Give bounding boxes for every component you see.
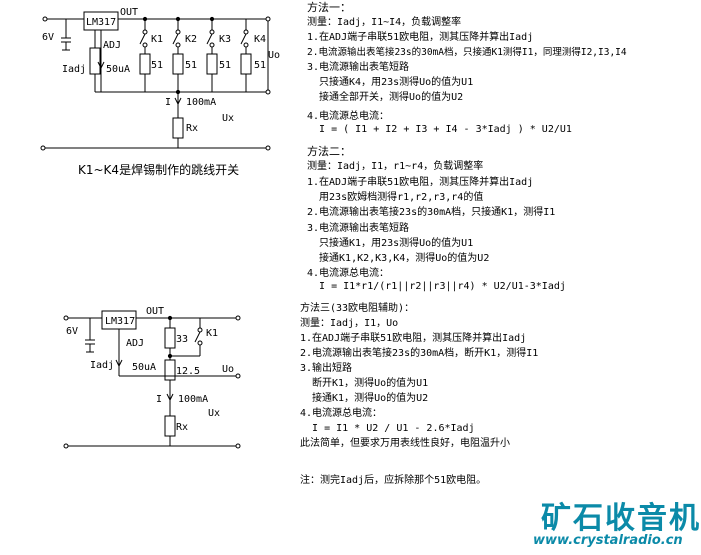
method-2-line: 4.电流源总电流： xyxy=(307,268,390,279)
method-1-formula: I = ( I1 + I2 + I3 + I4 - 3*Iadj ) * U2/… xyxy=(307,124,572,135)
c2-adj: ADJ xyxy=(126,338,144,349)
c1-k1: K1 xyxy=(151,34,163,45)
c1-ux: Ux xyxy=(222,113,234,124)
circuit-1 xyxy=(40,11,271,151)
c1-adj: ADJ xyxy=(103,40,121,51)
c1-current-value: 100mA xyxy=(186,97,216,108)
c2-current-value: 100mA xyxy=(178,394,208,405)
removal-note: 注：测完Iadj后，应拆除那个51欧电阻。 xyxy=(300,475,487,486)
c1-current: I xyxy=(165,97,171,108)
c2-r12: 12.5 xyxy=(176,366,200,377)
c1-k3: K3 xyxy=(219,34,231,45)
method-2-title: 方法二： xyxy=(307,145,351,158)
method-2-formula: I = I1*r1/(r1||r2||r3||r4) * U2/U1-3*Iad… xyxy=(307,281,566,292)
method-3-line: 接通K1，测得Uo的值为U2 xyxy=(300,393,429,404)
method-1-line: 只接通K4，用23s测得Uo的值为U1 xyxy=(307,77,474,88)
method-3-line: 3.输出短路 xyxy=(300,363,353,374)
method-2-line: 1.在ADJ端子串联51欧电阻，测其压降并算出Iadj xyxy=(307,177,534,188)
branch-k1 xyxy=(139,19,151,92)
c2-iadj-value: 50uA xyxy=(132,362,156,373)
branch-k3 xyxy=(206,19,218,92)
c2-supply: 6V xyxy=(66,326,78,337)
method-3-line: 4.电流源总电流： xyxy=(300,408,383,419)
c2-regulator: LM317 xyxy=(105,316,135,327)
method-1-line: 测量：Iadj，I1~I4，负载调整率 xyxy=(307,17,462,28)
method-3-line: 2.电流源输出表笔接23s的30mA档，断开K1，测得I1 xyxy=(300,348,539,359)
logo-url: www.crystalradio.cn xyxy=(533,533,683,548)
method-2-line: 用23s欧姆档测得r1,r2,r3,r4的值 xyxy=(307,192,484,203)
c1-note: K1~K4是焊锡制作的跳线开关 xyxy=(78,162,239,177)
method-3-title: 方法三(33欧电阻辅助)： xyxy=(300,303,415,314)
c1-k2: K2 xyxy=(185,34,197,45)
c2-out: OUT xyxy=(146,306,164,317)
c1-k4: K4 xyxy=(254,34,266,45)
c2-iadj: Iadj xyxy=(90,360,114,371)
c1-r2: 51 xyxy=(185,60,197,71)
c1-rx: Rx xyxy=(186,123,198,134)
method-1-line: 2.电流源输出表笔接23s的30mA档，只接通K1测得I1，同理测得I2,I3,… xyxy=(307,47,627,58)
c2-current: I xyxy=(156,394,162,405)
method-2-line: 2.电流源输出表笔接23s的30mA档，只接通K1，测得I1 xyxy=(307,207,556,218)
c1-r4: 51 xyxy=(254,60,266,71)
method-2-line: 接通K1,K2,K3,K4，测得Uo的值为U2 xyxy=(307,253,490,264)
branch-k4 xyxy=(240,19,252,92)
logo-name: 矿石收音机 xyxy=(541,501,701,536)
method-1-line: 3.电流源输出表笔短路 xyxy=(307,62,410,73)
c1-r3: 51 xyxy=(219,60,231,71)
site-logo: 矿石收音机 www.crystalradio.cn xyxy=(533,493,701,555)
c2-uo: Uo xyxy=(222,364,234,375)
branch-k2 xyxy=(172,19,184,92)
c1-iadj: Iadj xyxy=(62,64,86,75)
c1-supply: 6V xyxy=(42,32,54,43)
c2-k1: K1 xyxy=(206,328,218,339)
method-1-line: 接通全部开关，测得Uo的值为U2 xyxy=(307,92,464,103)
circuit-2 xyxy=(63,310,241,449)
method-2-line: 测量：Iadj，I1，r1~r4，负载调整率 xyxy=(307,161,484,172)
method-3-line: 1.在ADJ端子串联51欧电阻，测其压降并算出Iadj xyxy=(300,333,527,344)
method-1-title: 方法一： xyxy=(307,1,351,14)
c2-r33: 33 xyxy=(176,334,188,345)
c1-uo: Uo xyxy=(268,50,280,61)
method-2-line: 3.电流源输出表笔短路 xyxy=(307,223,410,234)
c1-iadj-value: 50uA xyxy=(106,64,130,75)
method-3-line: 测量：Iadj，I1，Uo xyxy=(300,318,399,329)
method-3-line: 此法简单，但要求万用表线性良好，电阻温升小 xyxy=(300,438,510,449)
c2-rx: Rx xyxy=(176,422,188,433)
c1-out: OUT xyxy=(120,7,138,18)
c1-r1: 51 xyxy=(151,60,163,71)
method-3-line: 断开K1，测得Uo的值为U1 xyxy=(300,378,429,389)
method-1-line: 4.电流源总电流： xyxy=(307,111,390,122)
c2-ux: Ux xyxy=(208,408,220,419)
method-2-line: 只接通K1，用23s测得Uo的值为U1 xyxy=(307,238,474,249)
c1-regulator: LM317 xyxy=(86,17,116,28)
method-1-line: 1.在ADJ端子串联51欧电阻，测其压降并算出Iadj xyxy=(307,32,534,43)
method-3-formula: I = I1 * U2 / U1 - 2.6*Iadj xyxy=(300,423,475,434)
